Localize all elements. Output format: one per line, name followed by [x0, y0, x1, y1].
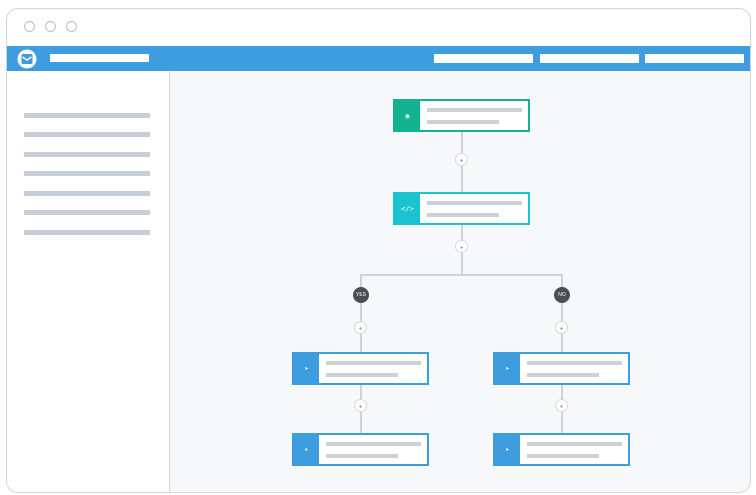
card-title-placeholder [527, 442, 622, 446]
sidebar-item[interactable] [24, 171, 150, 176]
card-subtitle-placeholder [527, 454, 599, 458]
add-step-button[interactable] [555, 321, 568, 334]
trigger-step-card[interactable]: ◉ [393, 99, 530, 132]
card-subtitle-placeholder [427, 213, 499, 217]
card-title-placeholder [326, 361, 421, 365]
code-icon: </> [395, 194, 420, 223]
sidebar-item[interactable] [24, 230, 150, 235]
card-subtitle-placeholder [527, 373, 599, 377]
card-subtitle-placeholder [326, 373, 398, 377]
yes-branch-line [360, 274, 362, 352]
send-icon: ➤ [294, 354, 319, 383]
card-subtitle-placeholder [326, 454, 398, 458]
yes-branch-badge: YES [353, 287, 369, 303]
workflow-canvas: YES NO ◉ </> ➤ ➤ ➤ [170, 71, 750, 492]
no-action-card[interactable]: ➤ [493, 352, 630, 385]
no-branch-badge: NO [554, 287, 570, 303]
window-maximize-control[interactable] [66, 21, 77, 32]
add-step-button[interactable] [354, 399, 367, 412]
no-action-card[interactable]: ➤ [493, 433, 630, 466]
sidebar-item[interactable] [24, 132, 150, 137]
add-step-button[interactable] [354, 321, 367, 334]
nav-item-3[interactable] [645, 54, 744, 63]
card-title-placeholder [427, 201, 522, 205]
browser-window: YES NO ◉ </> ➤ ➤ ➤ [6, 8, 751, 493]
sidebar-item[interactable] [24, 191, 150, 196]
window-minimize-control[interactable] [45, 21, 56, 32]
card-title-placeholder [527, 361, 622, 365]
envelope-box-icon[interactable] [17, 49, 37, 69]
card-title-placeholder [427, 108, 522, 112]
add-step-button[interactable] [455, 153, 468, 166]
sidebar-item[interactable] [24, 113, 150, 118]
sidebar [7, 71, 170, 492]
nav-item-2[interactable] [540, 54, 639, 63]
branch-split-line [360, 274, 563, 276]
card-title-placeholder [326, 442, 421, 446]
add-step-button[interactable] [455, 240, 468, 253]
eye-icon: ◉ [395, 101, 420, 130]
no-branch-line [561, 274, 563, 352]
app-title-placeholder [50, 54, 149, 62]
condition-step-card[interactable]: </> [393, 192, 530, 225]
sidebar-item[interactable] [24, 210, 150, 215]
card-subtitle-placeholder [427, 120, 499, 124]
sidebar-item[interactable] [24, 152, 150, 157]
send-icon: ➤ [294, 435, 319, 464]
app-header [7, 46, 750, 71]
yes-action-card[interactable]: ➤ [292, 352, 429, 385]
nav-item-1[interactable] [434, 54, 533, 63]
add-step-button[interactable] [555, 399, 568, 412]
send-icon: ➤ [495, 354, 520, 383]
yes-action-card[interactable]: ➤ [292, 433, 429, 466]
window-close-control[interactable] [24, 21, 35, 32]
send-icon: ➤ [495, 435, 520, 464]
